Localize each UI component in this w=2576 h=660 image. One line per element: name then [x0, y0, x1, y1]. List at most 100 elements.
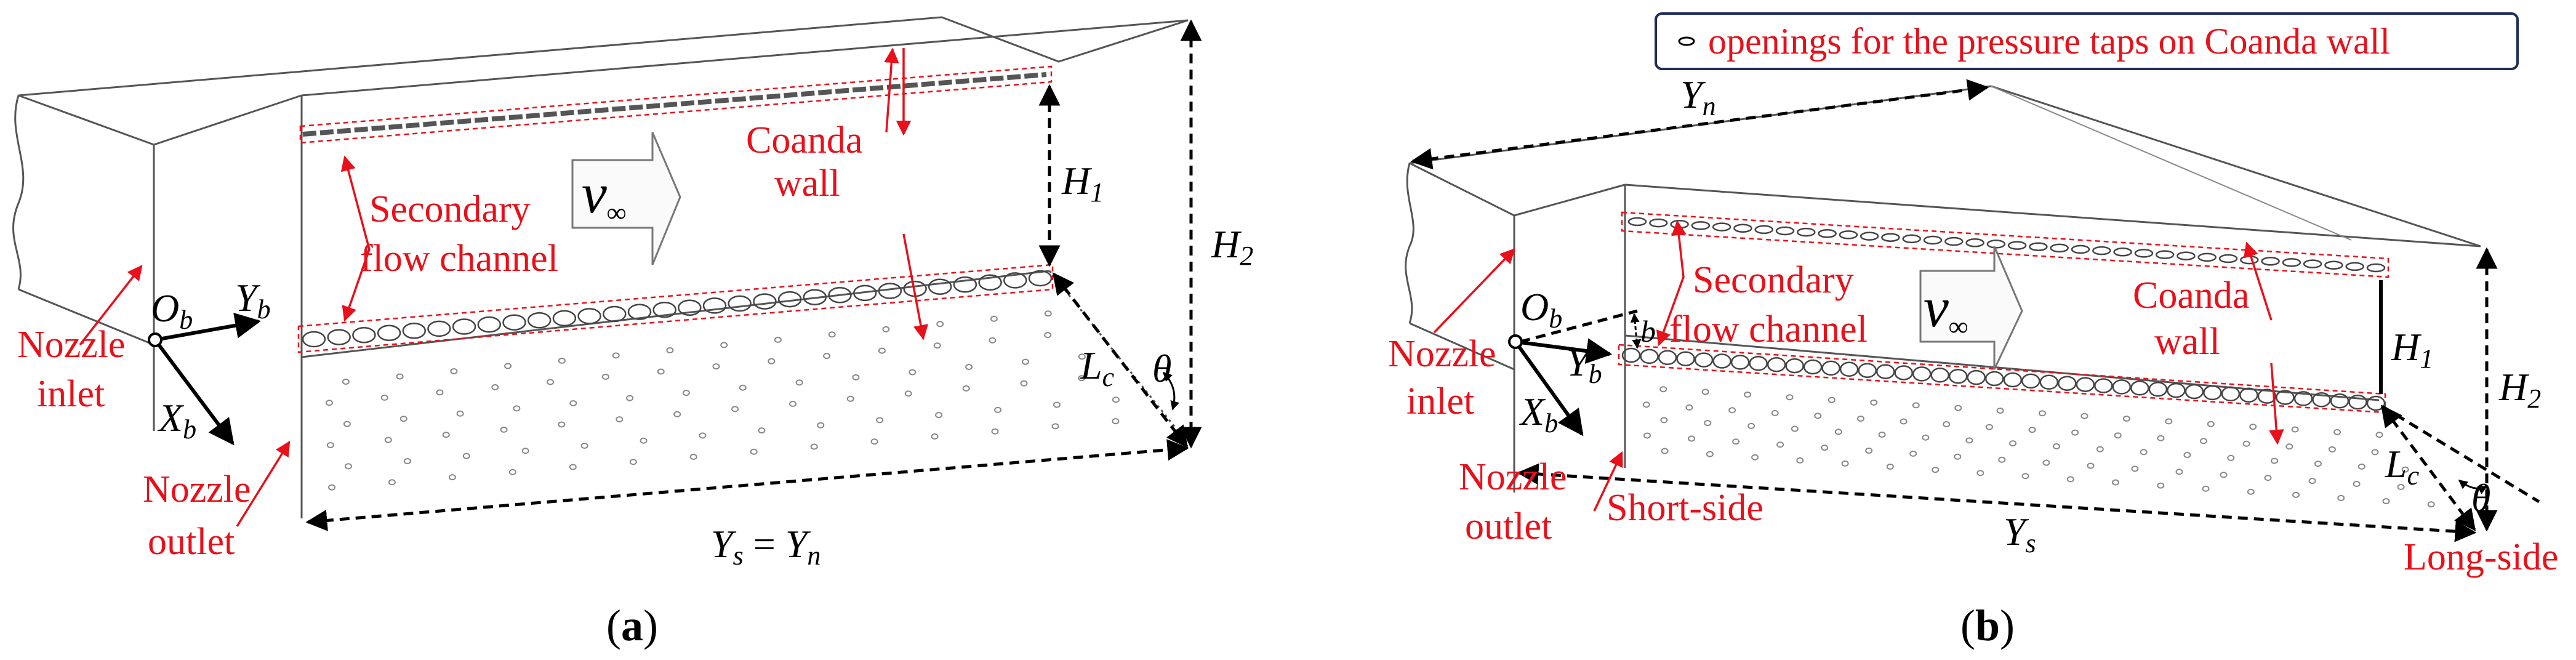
floor-tap [2291, 426, 2299, 433]
floor-tap [1943, 421, 1951, 427]
panel-b-xb: Xb [1519, 390, 1558, 438]
floor-tap [1044, 310, 1052, 317]
floor-tap [2357, 463, 2365, 470]
floor-tap [1922, 434, 1930, 441]
floor-tap [810, 443, 818, 450]
floor-tap [1704, 420, 1712, 427]
panel-a-secondary-label: Secondary [369, 188, 531, 230]
floor-tap [2042, 459, 2050, 466]
pressure-tap [2348, 394, 2367, 410]
floor-tap [558, 421, 566, 428]
floor-tap [448, 474, 456, 481]
pressure-tap [1803, 359, 1823, 375]
panel-a-top-slot [299, 65, 1053, 144]
floor-tap [328, 484, 335, 491]
floor-tap [2271, 457, 2279, 464]
floor-tap [2157, 482, 2165, 489]
pressure-tap [678, 299, 702, 316]
floor-tap [508, 469, 516, 475]
pressure-tap [2366, 395, 2386, 411]
floor-tap [462, 453, 470, 459]
pressure-tap [2240, 255, 2259, 265]
floor-tap [1870, 399, 1878, 406]
floor-tap [1786, 394, 1794, 401]
pressure-tap [1730, 355, 1750, 370]
panel-b-b-arc [1630, 313, 1642, 349]
pressure-tap [1944, 236, 1964, 246]
panel-b-inlet-label: inlet [1406, 380, 1474, 422]
floor-tap [852, 374, 860, 380]
panel-a-caption: (a) [606, 601, 658, 650]
floor-tap [1659, 386, 1667, 393]
floor-tap [2066, 476, 2074, 483]
floor-tap [2264, 475, 2272, 481]
panel-a-wall-label: wall [774, 163, 840, 204]
legend-tap-icon [1678, 36, 1695, 46]
panel-a-nozzle-outlet-label: Nozzle [143, 469, 251, 510]
pressure-tap [1627, 217, 1647, 227]
panel-b-b: b [1640, 314, 1656, 348]
pressure-tap [552, 310, 577, 327]
panel-b-red-arrows [1433, 220, 2284, 512]
floor-tap [2039, 410, 2046, 417]
pressure-tap [2261, 257, 2280, 266]
floor-tap [2052, 443, 2060, 449]
pressure-tap [1912, 366, 1932, 382]
panel-a-axes [153, 312, 262, 446]
floor-tap [2247, 488, 2255, 495]
pressure-tap [1767, 356, 1786, 372]
floor-tap [1865, 448, 1873, 454]
floor-tap [1796, 457, 1804, 464]
floor-tap [2292, 491, 2300, 498]
floor-tap [1661, 448, 1669, 454]
floor-tap [1053, 401, 1061, 408]
floor-tap [456, 410, 464, 417]
floor-tap [1643, 432, 1651, 439]
pressure-tap [2177, 251, 2196, 260]
pressure-tap [1754, 225, 1773, 235]
pressure-tap [803, 289, 827, 305]
panel-b-nozzle-outlet-label: Nozzle [1459, 456, 1567, 498]
floor-tap [1044, 332, 1052, 339]
floor-tap [699, 432, 707, 439]
legend-box: openings for the pressure taps on Coanda… [1655, 12, 2519, 70]
pressure-tap [1749, 356, 1768, 371]
floor-tap [1732, 438, 1740, 445]
floor-tap [1747, 422, 1755, 429]
floor-tap [1878, 432, 1886, 438]
pressure-tap [1712, 353, 1731, 369]
floor-tap [931, 433, 939, 440]
pressure-tap [1894, 365, 1913, 380]
floor-tap [2353, 481, 2361, 487]
panel-b-wall-label: wall [2154, 321, 2220, 363]
floor-tap [2165, 418, 2173, 425]
pressure-tap [2134, 249, 2154, 258]
pressure-tap [2058, 376, 2077, 391]
floor-tap [1857, 416, 1864, 422]
pressure-tap [2039, 374, 2059, 390]
pressure-tap [2293, 391, 2313, 406]
floor-tap [1912, 402, 1920, 409]
panel-b-outlet-label: outlet [1465, 505, 1552, 547]
panel-b-yn: Yn [1680, 73, 1716, 121]
pressure-tap [652, 301, 676, 318]
pressure-tap [1028, 270, 1053, 287]
floor-tap [846, 395, 854, 402]
pressure-tap [327, 329, 351, 345]
floor-tap [774, 336, 782, 343]
pressure-tap [2092, 246, 2111, 256]
pressure-tap [1775, 226, 1795, 236]
floor-tap [325, 400, 333, 406]
pressure-tap [2303, 259, 2322, 268]
panel-b-flow-arrow [1919, 246, 2023, 370]
pressure-tap [1676, 351, 1695, 366]
floor-tap [2028, 427, 2036, 433]
floor-tap [2337, 494, 2345, 501]
floor-tap [990, 315, 998, 322]
floor-tap [1821, 445, 1829, 451]
pressure-tap [2330, 393, 2349, 409]
pressure-tap [1712, 222, 1731, 231]
panel-b-secondary-label: Secondary [1693, 259, 1854, 301]
floor-tap [343, 421, 351, 427]
